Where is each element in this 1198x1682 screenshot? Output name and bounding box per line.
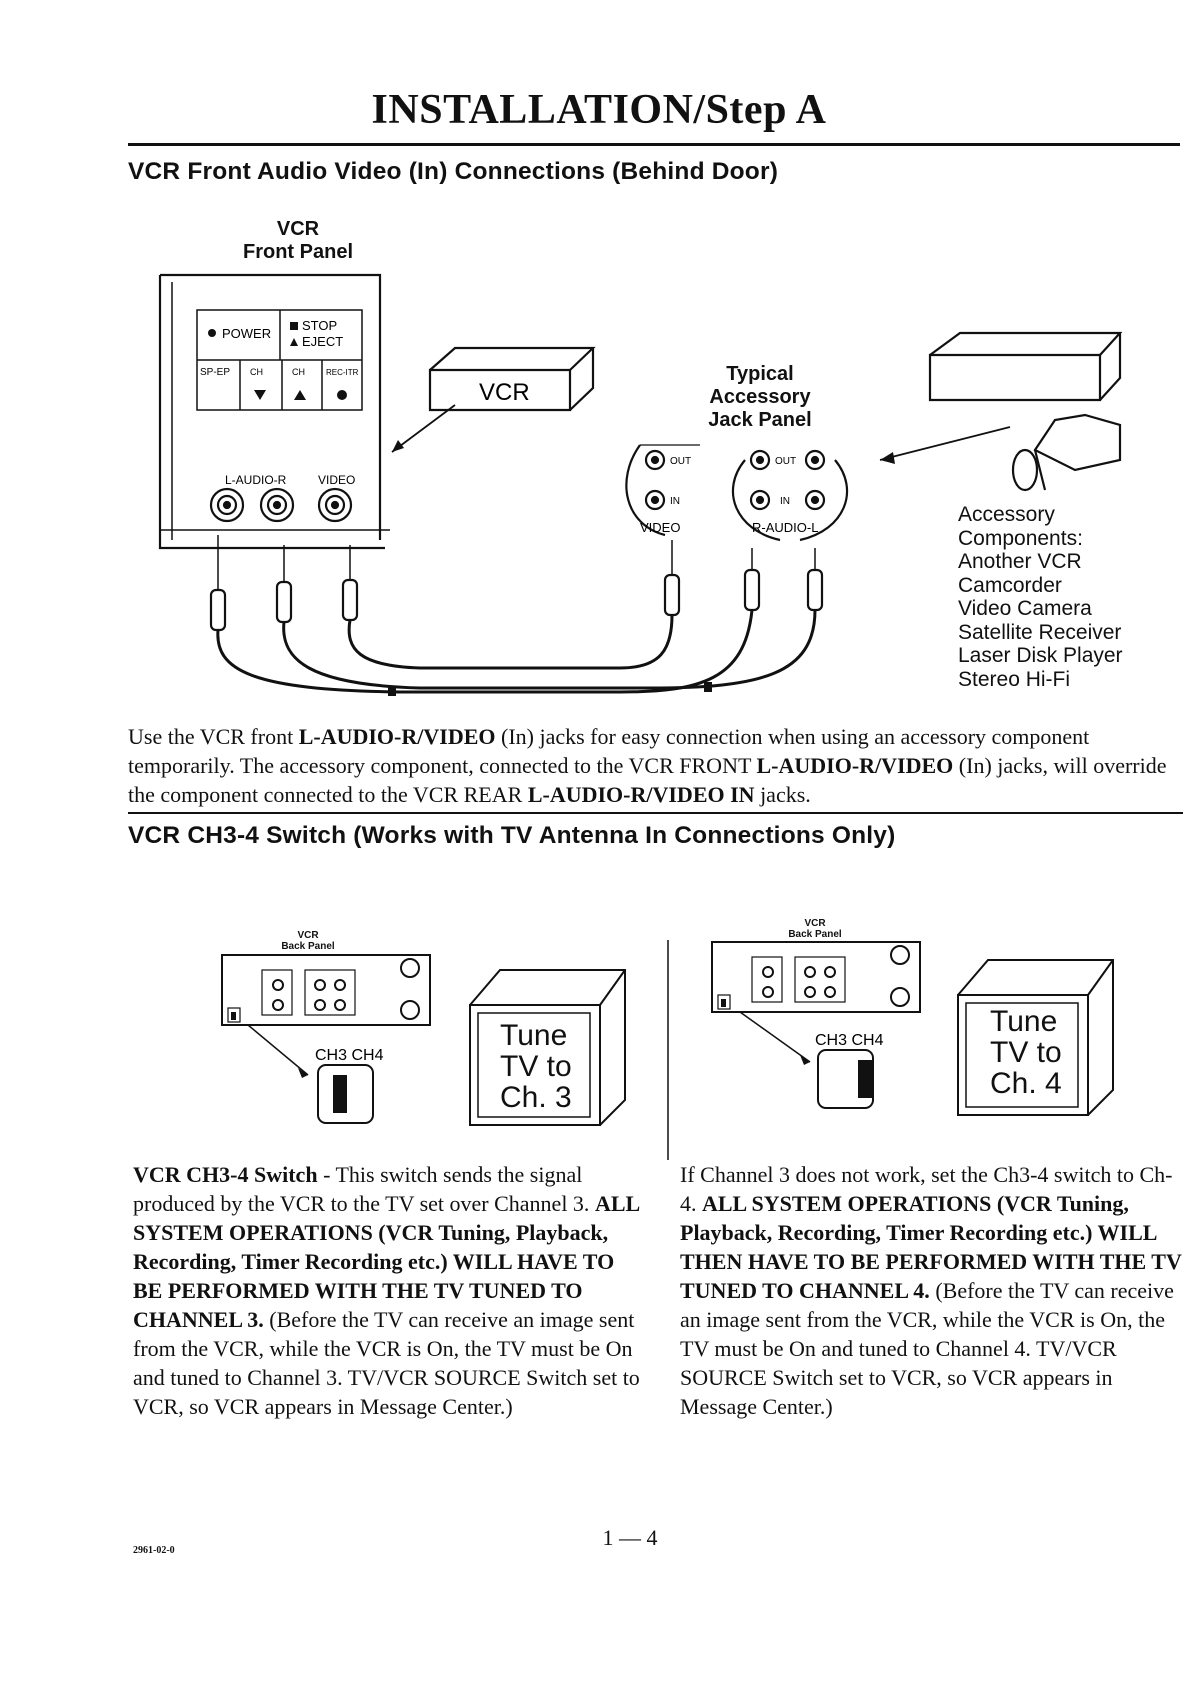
para-text: (In) jacks, will override the component … (128, 753, 1167, 807)
left-tv-line2: TV to (500, 1050, 572, 1083)
para-bold: ALL SYSTEM OPERATIONS (VCR Tuning, Playb… (680, 1191, 1182, 1303)
para-text: (Before the TV can receive an image sent… (680, 1278, 1174, 1419)
ch-down-icon (254, 390, 266, 400)
right-tv-line2: TV to (990, 1036, 1062, 1069)
para-bold: L-AUDIO-R/VIDEO IN (527, 782, 755, 807)
para-bold: L-AUDIO-R/VIDEO (756, 753, 954, 778)
power-label: POWER (222, 326, 271, 341)
jack-out-video-label: OUT (670, 456, 691, 467)
ch-up-icon (294, 390, 306, 400)
para-bold: VCR CH3-4 Switch (133, 1162, 318, 1187)
stop-label: STOP (302, 318, 337, 333)
left-switch-ch3-icon (333, 1075, 347, 1113)
right-switch-ch4-icon (858, 1060, 872, 1098)
page-number: 1 — 4 (602, 1525, 658, 1550)
para-bold: ALL SYSTEM OPERATIONS (VCR Tuning, Playb… (133, 1191, 639, 1332)
para-text: (Before the TV can receive an image sent… (133, 1307, 640, 1419)
right-back-panel-label: VCR Back Panel (775, 918, 855, 940)
para-text: (In) jacks for easy connection when usin… (128, 724, 1090, 778)
jack-panel-label-line1: Typical (726, 363, 794, 385)
spep-label: SP-EP (200, 367, 230, 378)
left-back-panel-label-line1: VCR (297, 930, 319, 941)
section-heading-ch34-switch: VCR CH3-4 Switch (Works with TV Antenna … (128, 822, 896, 849)
accessory-list-item: Components: (958, 526, 1083, 550)
left-tv-screen-text: Tune TV to Ch. 3 (500, 1020, 572, 1113)
eject-icon (290, 338, 298, 346)
jack-raudiol-label: R-AUDIO-L (752, 520, 818, 535)
front-panel-label: VCR Front Panel (228, 218, 368, 264)
accessory-list-item: Camcorder (958, 573, 1062, 597)
para-text: - This switch sends the signal produced … (133, 1162, 595, 1216)
left-back-panel (221, 954, 431, 1026)
accessory-list-item: Video Camera (958, 597, 1092, 620)
rec-label: REC-ITR (326, 368, 359, 377)
ch-up-label: CH (292, 367, 305, 377)
accessory-list-item: Another VCR (958, 550, 1082, 573)
jack-panel-label-line3: Jack Panel (708, 409, 812, 431)
section-divider (128, 812, 1183, 814)
jack-in-video-label: IN (670, 496, 680, 507)
front-panel-label-line1: VCR (276, 218, 320, 240)
para-text: jacks. (754, 782, 811, 807)
right-back-panel-label-line1: VCR (804, 918, 826, 929)
jack-video-label: VIDEO (640, 520, 680, 535)
accessory-list-item: Accessory (958, 503, 1055, 526)
ch-down-label: CH (250, 367, 263, 377)
front-panel-outline (160, 273, 382, 540)
stop-icon (290, 322, 298, 330)
accessory-list-item: Stereo Hi-Fi (958, 667, 1071, 691)
left-tv-line3: Ch. 3 (500, 1081, 572, 1114)
front-video-label: VIDEO (318, 473, 355, 487)
right-tv-screen-text: Tune TV to Ch. 4 (990, 1006, 1062, 1099)
right-back-panel-label-line2: Back Panel (788, 929, 842, 940)
page-title: INSTALLATION/Step A (371, 87, 827, 133)
right-tv-line1: Tune (990, 1005, 1058, 1038)
front-laudior-label: L-AUDIO-R (225, 473, 287, 487)
jack-in-audio-label: IN (780, 496, 790, 507)
right-switch-label: CH3 CH4 (815, 1032, 884, 1049)
accessory-components-list: Accessory Components: Another VCR Camcor… (958, 503, 1123, 691)
left-switch-label: CH3 CH4 (315, 1047, 384, 1064)
front-connection-diagram: POWER STOP EJECT SP-EP CH CH REC-ITR L-A… (158, 273, 1123, 696)
para-bold: L-AUDIO-R/VIDEO (298, 724, 496, 749)
title-rule (128, 143, 1180, 146)
para-text: Use the VCR front (128, 724, 299, 749)
right-back-panel (711, 941, 921, 1013)
jack-panel-label-line2: Accessory (709, 386, 811, 408)
ch4-instructions: If Channel 3 does not work, set the Ch3-… (680, 1160, 1185, 1421)
accessory-list-item: Laser Disk Player (958, 644, 1123, 667)
right-tv-line3: Ch. 4 (990, 1067, 1062, 1100)
front-panel-label-line2: Front Panel (242, 241, 353, 263)
para-text: If Channel 3 does not work, set the Ch3-… (680, 1162, 1173, 1216)
left-back-panel-label-line2: Back Panel (281, 941, 335, 952)
front-connections-paragraph: Use the VCR front L-AUDIO-R/VIDEO (In) j… (128, 722, 1188, 809)
eject-label: EJECT (302, 334, 343, 349)
vcr-box-label: VCR (479, 379, 530, 406)
rec-dot-icon (337, 390, 347, 400)
left-back-panel-label: VCR Back Panel (268, 930, 348, 952)
power-dot-icon (208, 329, 216, 337)
section-heading-front-connections: VCR Front Audio Video (In) Connections (… (128, 158, 779, 185)
left-tv-line1: Tune (500, 1019, 568, 1052)
doc-code: 2961-02-0 (133, 1545, 175, 1556)
jack-panel-label: Typical Accessory Jack Panel (690, 363, 830, 432)
ch34-switch-diagrams: CH3 CH4 CH3 CH4 (221, 940, 1114, 1160)
jack-out-audio-label: OUT (775, 456, 796, 467)
accessory-list-item: Satellite Receiver (958, 620, 1122, 644)
ch3-instructions: VCR CH3-4 Switch - This switch sends the… (133, 1160, 643, 1421)
